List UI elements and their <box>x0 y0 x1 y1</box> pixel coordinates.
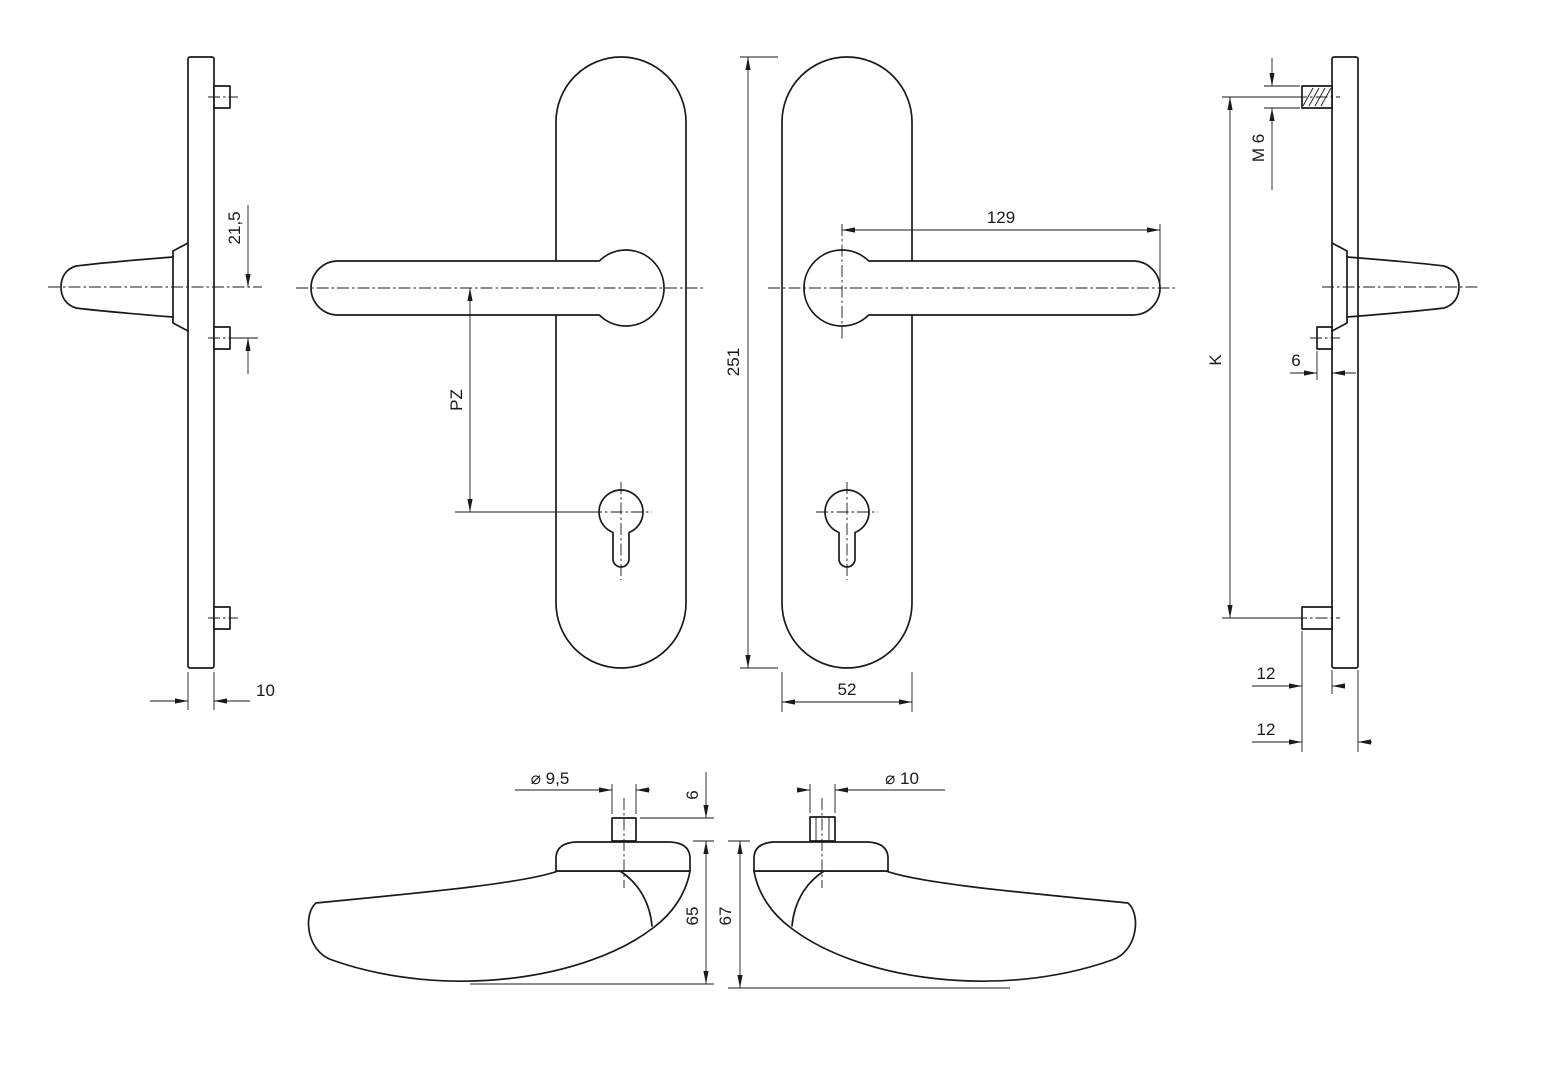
handle-grip <box>307 870 691 983</box>
thread-hatch <box>1302 87 1314 107</box>
rose <box>555 841 691 872</box>
dim-label: 12 <box>1257 720 1276 739</box>
handle-grip <box>1346 256 1460 318</box>
dim-6-side: 6 <box>1290 351 1356 380</box>
dim-label: 52 <box>838 680 857 699</box>
backplate-edge <box>187 56 215 669</box>
dim-k: K <box>1206 96 1296 619</box>
spindle <box>809 816 836 842</box>
dim-label: K <box>1206 354 1225 366</box>
dim-129: 129 <box>841 208 1161 340</box>
backplate <box>555 56 687 669</box>
dim-label: 67 <box>716 907 735 926</box>
fixing-screws <box>208 85 238 630</box>
dim-52: 52 <box>781 672 913 712</box>
backplate-edge <box>1331 56 1359 669</box>
dim-label: 12 <box>1257 664 1276 683</box>
side-view-right: M 6 K 6 12 12 <box>1206 56 1478 752</box>
dim-12-upper: 12 <box>1252 631 1345 752</box>
rose <box>753 841 889 872</box>
handle-grip <box>60 256 174 318</box>
dim-label: 129 <box>987 208 1015 227</box>
dim-label: PZ <box>447 389 466 411</box>
top-view-left-handle: ⌀ 9,5 6 65 <box>307 769 714 985</box>
dim-label: 10 <box>256 681 275 700</box>
dim-label: 6 <box>1291 351 1300 370</box>
backplate <box>781 56 913 669</box>
dim-label: ⌀ 10 <box>885 769 919 788</box>
front-view-left: PZ <box>296 56 706 669</box>
dim-dia-10: ⌀ 10 <box>797 769 945 813</box>
dim-label: 251 <box>724 348 743 376</box>
thread-hatch <box>1308 87 1320 107</box>
dim-6-top: 6 <box>640 772 714 842</box>
dim-67: 67 <box>716 840 1010 989</box>
dim-label: 21,5 <box>225 211 244 244</box>
dim-label: ⌀ 9,5 <box>531 769 570 788</box>
dim-pz: PZ <box>447 288 594 513</box>
dim-251: 251 <box>724 56 778 669</box>
dim-label: M 6 <box>1249 134 1268 162</box>
dim-dia-9-5: ⌀ 9,5 <box>515 769 650 814</box>
fixing-screws <box>1295 85 1340 630</box>
dim-label: 6 <box>683 790 702 799</box>
neck-contour-line <box>619 870 653 927</box>
top-view-right-handle: ⌀ 10 67 <box>716 769 1137 989</box>
dim-21-5: 21,5 <box>225 205 258 374</box>
dim-12-lower: 12 <box>1252 670 1372 752</box>
dim-m6: M 6 <box>1249 58 1300 190</box>
side-view-left: 21,5 10 <box>48 56 275 710</box>
handle-grip <box>753 870 1137 983</box>
dim-10: 10 <box>150 672 275 710</box>
neck-contour-line <box>791 870 825 927</box>
dim-65: 65 <box>470 841 714 985</box>
front-view-right: 129 251 52 <box>724 56 1176 712</box>
dim-label: 65 <box>683 907 702 926</box>
